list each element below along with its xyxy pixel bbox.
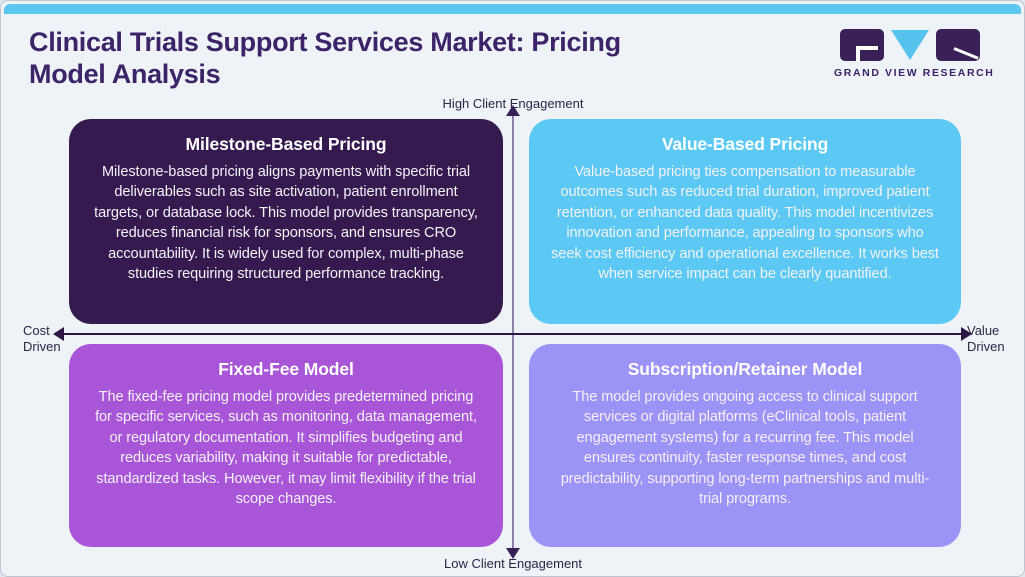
logo-r-block-icon xyxy=(936,29,980,61)
quadrant-value-based-pricing: Value-Based Pricing Value-based pricing … xyxy=(529,119,961,324)
arrow-left-icon xyxy=(53,327,64,341)
quadrant-title: Subscription/Retainer Model xyxy=(627,359,863,379)
page-title: Clinical Trials Support Services Market:… xyxy=(29,27,621,89)
axis-label-bottom: Low Client Engagement xyxy=(443,556,583,571)
axis-label-left: Cost Driven xyxy=(23,323,61,354)
logo-marks xyxy=(834,29,986,63)
arrow-up-icon xyxy=(506,105,520,116)
brand-logo: GRAND VIEW RESEARCH xyxy=(834,29,995,79)
logo-v-triangle-icon xyxy=(891,30,929,60)
brand-name: GRAND VIEW RESEARCH xyxy=(834,67,995,79)
quadrant-title: Value-Based Pricing xyxy=(661,134,829,154)
quadrant-title: Milestone-Based Pricing xyxy=(185,134,387,154)
quadrant-milestone-based-pricing: Milestone-Based Pricing Milestone-based … xyxy=(69,119,503,324)
logo-g-block-icon xyxy=(840,29,884,61)
quadrant-subscription-retainer-model: Subscription/Retainer Model The model pr… xyxy=(529,344,961,547)
arrow-down-icon xyxy=(506,548,520,559)
quadrant-body: The fixed-fee pricing model provides pre… xyxy=(95,389,477,508)
quadrant-body: Milestone-based pricing aligns payments … xyxy=(94,164,478,283)
axis-label-top: High Client Engagement xyxy=(442,96,584,111)
vertical-axis-line xyxy=(512,114,514,550)
quadrant-body: The model provides ongoing access to cli… xyxy=(560,389,930,508)
horizontal-axis-line xyxy=(63,333,961,335)
quadrant-body: Value-based pricing ties compensation to… xyxy=(551,164,939,283)
axis-label-right: Value Driven xyxy=(967,323,1005,354)
quadrant-title: Fixed-Fee Model xyxy=(218,359,354,379)
arrow-right-icon xyxy=(961,327,972,341)
top-accent-bar xyxy=(4,4,1021,14)
quadrant-fixed-fee-model: Fixed-Fee Model The fixed-fee pricing mo… xyxy=(69,344,503,547)
